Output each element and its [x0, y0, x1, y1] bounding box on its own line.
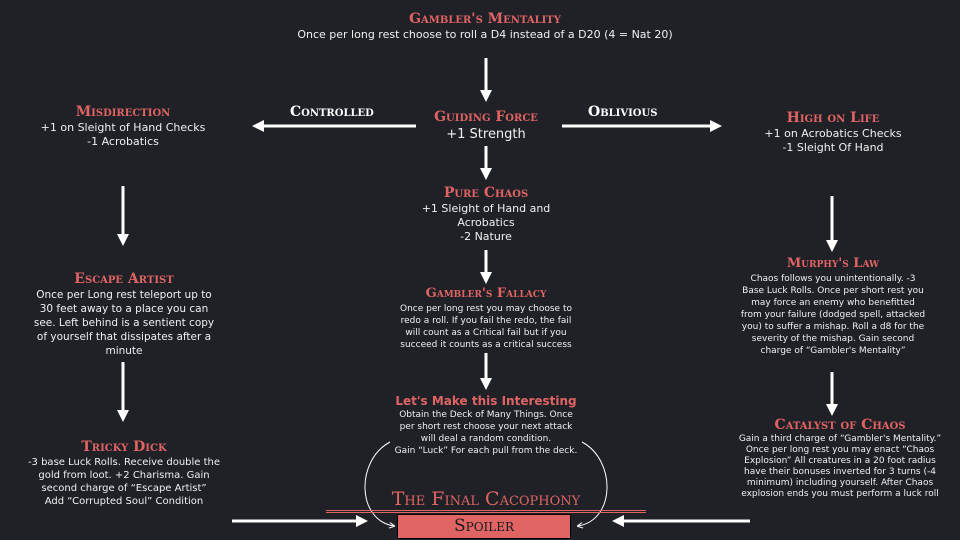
node-body: Once per long rest you may choose to red… [399, 304, 572, 350]
node-line: -2 Nature [460, 230, 512, 243]
node-gamblers-fallacy: Gambler's Fallacy Once per long rest you… [396, 285, 576, 351]
node-escape-artist: Escape Artist Once per Long rest telepor… [30, 270, 218, 358]
node-title: Murphy's Law [786, 256, 880, 271]
node-title: High on Life [786, 110, 880, 126]
node-line: +1 on Acrobatics Checks [764, 127, 902, 140]
node-line: +1 Sleight of Hand and [421, 202, 551, 215]
node-murphys-law: Murphy's Law Chaos follows you unintenti… [740, 255, 926, 357]
node-title: Let's Make this Interesting [395, 394, 577, 408]
node-body: Once per long rest choose to roll a D4 i… [297, 28, 673, 41]
node-pure-chaos: Pure Chaos +1 Sleight of Hand and Acroba… [400, 184, 572, 244]
node-line: Acrobatics [457, 216, 515, 229]
branch-label-controlled: Controlled [290, 104, 374, 120]
node-title: Escape Artist [74, 271, 174, 287]
node-catalyst-of-chaos: Catalyst of Chaos Gain a third charge of… [738, 416, 942, 500]
node-misdirection: Misdirection +1 on Sleight of Hand Check… [20, 103, 226, 149]
node-title: Pure Chaos [443, 185, 529, 201]
node-title: Misdirection [75, 104, 171, 120]
node-title: Gambler's Mentality [409, 11, 561, 27]
final-title: The Final Cacophony [326, 488, 646, 513]
node-high-on-life: High on Life +1 on Acrobatics Checks -1 … [730, 109, 936, 155]
spoiler-button[interactable]: Spoiler [397, 514, 571, 539]
node-line: -1 Acrobatics [87, 135, 159, 148]
node-gamblers-mentality: Gambler's Mentality Once per long rest c… [280, 10, 690, 42]
branch-label-oblivious: Oblivious [588, 104, 658, 120]
node-body: Chaos follows you unintentionally. -3 Ba… [740, 274, 926, 356]
node-body: -3 base Luck Rolls. Receive double the g… [27, 457, 221, 494]
node-body: Once per Long rest teleport up to 30 fee… [33, 289, 215, 357]
node-body-2: Gain “Luck” For each pull from the deck. [394, 446, 578, 456]
node-body: Obtain the Deck of Many Things. Once per… [399, 410, 573, 444]
node-body-2: Add “Corrupted Soul” Condition [44, 496, 204, 507]
node-guiding-force: Guiding Force +1 Strength [406, 108, 566, 143]
node-title: Guiding Force [434, 109, 538, 125]
node-line: +1 on Sleight of Hand Checks [40, 121, 206, 134]
node-body: Gain a third charge of “Gambler's Mental… [738, 434, 942, 499]
node-lets-make-this-interesting: Let's Make this Interesting Obtain the D… [392, 394, 580, 457]
node-title: Gambler's Fallacy [425, 286, 547, 301]
node-tricky-dick: Tricky Dick -3 base Luck Rolls. Receive … [24, 438, 224, 508]
node-body: +1 Strength [446, 127, 526, 142]
node-title: Catalyst of Chaos [774, 417, 906, 433]
node-title: Tricky Dick [81, 439, 167, 455]
node-line: -1 Sleight Of Hand [782, 141, 884, 154]
